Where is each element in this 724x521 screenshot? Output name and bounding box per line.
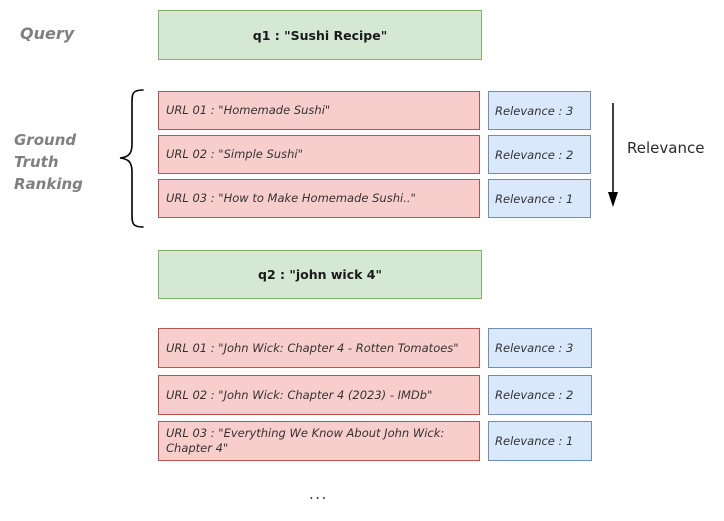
query-box-q2: q2 : "john wick 4"	[158, 250, 482, 299]
url-box: URL 02 : "Simple Sushi"	[158, 135, 480, 174]
ground-truth-ranking-label: Ground Truth Ranking	[14, 129, 83, 195]
ground-truth-label-line: Ground	[14, 131, 77, 149]
relevance-box: Relevance : 1	[488, 179, 591, 218]
relevance-down-arrow-icon	[608, 103, 618, 207]
relevance-box: Relevance : 2	[488, 375, 592, 415]
query-box-q1: q1 : "Sushi Recipe"	[158, 10, 482, 60]
relevance-axis-label: Relevance	[627, 139, 705, 157]
url-box: URL 02 : "John Wick: Chapter 4 (2023) - …	[158, 375, 480, 415]
curly-brace-icon	[119, 89, 144, 228]
continuation-ellipsis: ...	[309, 485, 328, 503]
relevance-box: Relevance : 2	[488, 135, 591, 174]
query-label: Query	[20, 24, 75, 43]
url-box: URL 03 : "How to Make Homemade Sushi.."	[158, 179, 480, 218]
relevance-box: Relevance : 1	[488, 421, 592, 461]
relevance-box: Relevance : 3	[488, 91, 591, 130]
ground-truth-label-line: Ranking	[14, 175, 83, 193]
url-box: URL 01 : "John Wick: Chapter 4 - Rotten …	[158, 328, 480, 368]
url-box: URL 03 : "Everything We Know About John …	[158, 421, 480, 461]
ground-truth-label-line: Truth	[14, 153, 59, 171]
relevance-box: Relevance : 3	[488, 328, 592, 368]
url-box: URL 01 : "Homemade Sushi"	[158, 91, 480, 130]
